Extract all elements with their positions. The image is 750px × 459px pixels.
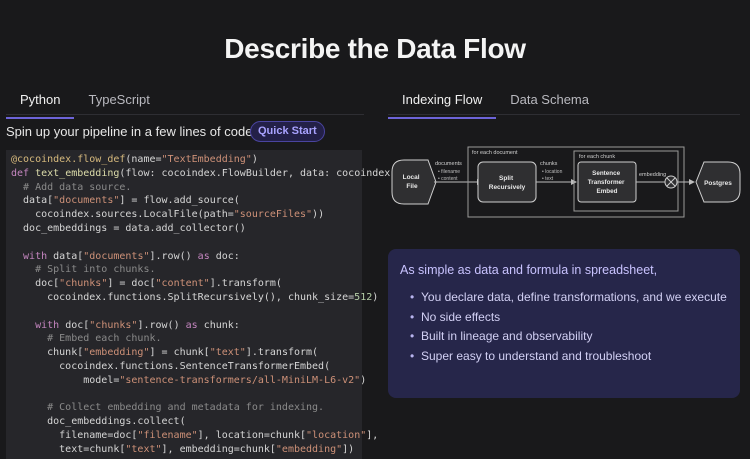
- code-line: filename=doc["filename"], location=chunk…: [11, 429, 379, 441]
- code-line: doc["chunks"] = doc["content"].transform…: [11, 278, 282, 290]
- list-item: Super easy to understand and troubleshoo…: [410, 348, 728, 365]
- code-line: [11, 305, 362, 319]
- code-line: [11, 388, 362, 402]
- embed-label: Sentence Transformer Embed: [588, 170, 627, 195]
- intro-text: Spin up your pipeline in a few lines of …: [6, 124, 257, 139]
- page-title: Describe the Data Flow: [224, 33, 526, 64]
- postgres-node: [695, 161, 741, 203]
- code-line: model="sentence-transformers/all-MiniLM-…: [11, 374, 367, 386]
- chunks-field: • location: [542, 169, 563, 175]
- split-recursively-node: [477, 161, 537, 203]
- list-item: Built in lineage and observability: [410, 328, 728, 345]
- code-line: [11, 236, 362, 250]
- for-each-chunk-label: for each chunk: [579, 154, 615, 160]
- language-tabs: Python TypeScript: [6, 86, 364, 119]
- chunks-field: • text: [542, 176, 554, 182]
- code-line: def text_embedding(flow: cocoindex.FlowB…: [11, 167, 391, 179]
- tab-typescript[interactable]: TypeScript: [88, 92, 150, 107]
- chunks-label: chunks: [540, 161, 558, 167]
- indexing-flow-diagram: Local File documents • filename • conten…: [391, 146, 741, 218]
- code-line: with doc["chunks"].row() as chunk:: [11, 319, 240, 331]
- code-line: # Embed each chunk.: [11, 333, 162, 345]
- card-heading: As simple as data and formula in spreads…: [400, 263, 658, 277]
- code-line: doc_embeddings.collect(: [11, 416, 186, 428]
- list-item: You declare data, define transformations…: [410, 289, 728, 306]
- split-recursively-label: Split Recursively: [489, 175, 526, 191]
- documents-field: • content: [438, 176, 458, 182]
- code-line: with data["documents"].row() as doc:: [11, 250, 240, 262]
- documents-label: documents: [435, 161, 462, 167]
- embedding-label: embedding: [639, 172, 666, 178]
- tab-data-schema[interactable]: Data Schema: [510, 92, 589, 107]
- postgres-label: Postgres: [704, 180, 732, 187]
- flow-tabs: Indexing Flow Data Schema: [388, 86, 740, 119]
- code-line: # Split into chunks.: [11, 264, 156, 276]
- code-line: chunk["embedding"] = chunk["text"].trans…: [11, 347, 319, 359]
- quick-start-button[interactable]: Quick Start: [250, 121, 325, 142]
- code-line: # Collect embedding and metadata for ind…: [11, 402, 325, 414]
- for-each-document-label: for each document: [472, 150, 518, 156]
- code-line: doc_embeddings = data.add_collector(): [11, 222, 246, 234]
- code-line: cocoindex.sources.LocalFile(path="source…: [11, 209, 325, 221]
- code-line: cocoindex.functions.SplitRecursively(), …: [11, 291, 379, 303]
- feature-list: You declare data, define transformations…: [400, 289, 728, 364]
- code-line: # Add data source.: [11, 181, 132, 193]
- list-item: No side effects: [410, 309, 728, 326]
- code-line: data["documents"] = flow.add_source(: [11, 195, 240, 207]
- tab-indexing-flow[interactable]: Indexing Flow: [388, 86, 497, 119]
- for-each-chunk-box: [573, 150, 679, 212]
- code-line: text=chunk["text"], embedding=chunk["emb…: [11, 443, 355, 455]
- info-card: As simple as data and formula in spreads…: [388, 249, 740, 398]
- local-file-label: Local File: [403, 174, 422, 190]
- code-line: cocoindex.functions.SentenceTransformerE…: [11, 360, 331, 372]
- code-line: @cocoindex.flow_def(name="TextEmbedding"…: [11, 154, 258, 165]
- tabs-divider: [6, 114, 364, 115]
- local-file-node: [391, 159, 437, 205]
- code-block[interactable]: @cocoindex.flow_def(name="TextEmbedding"…: [6, 150, 391, 459]
- documents-field: • filename: [438, 169, 460, 175]
- tabs-divider: [388, 114, 740, 115]
- tab-python[interactable]: Python: [6, 86, 75, 119]
